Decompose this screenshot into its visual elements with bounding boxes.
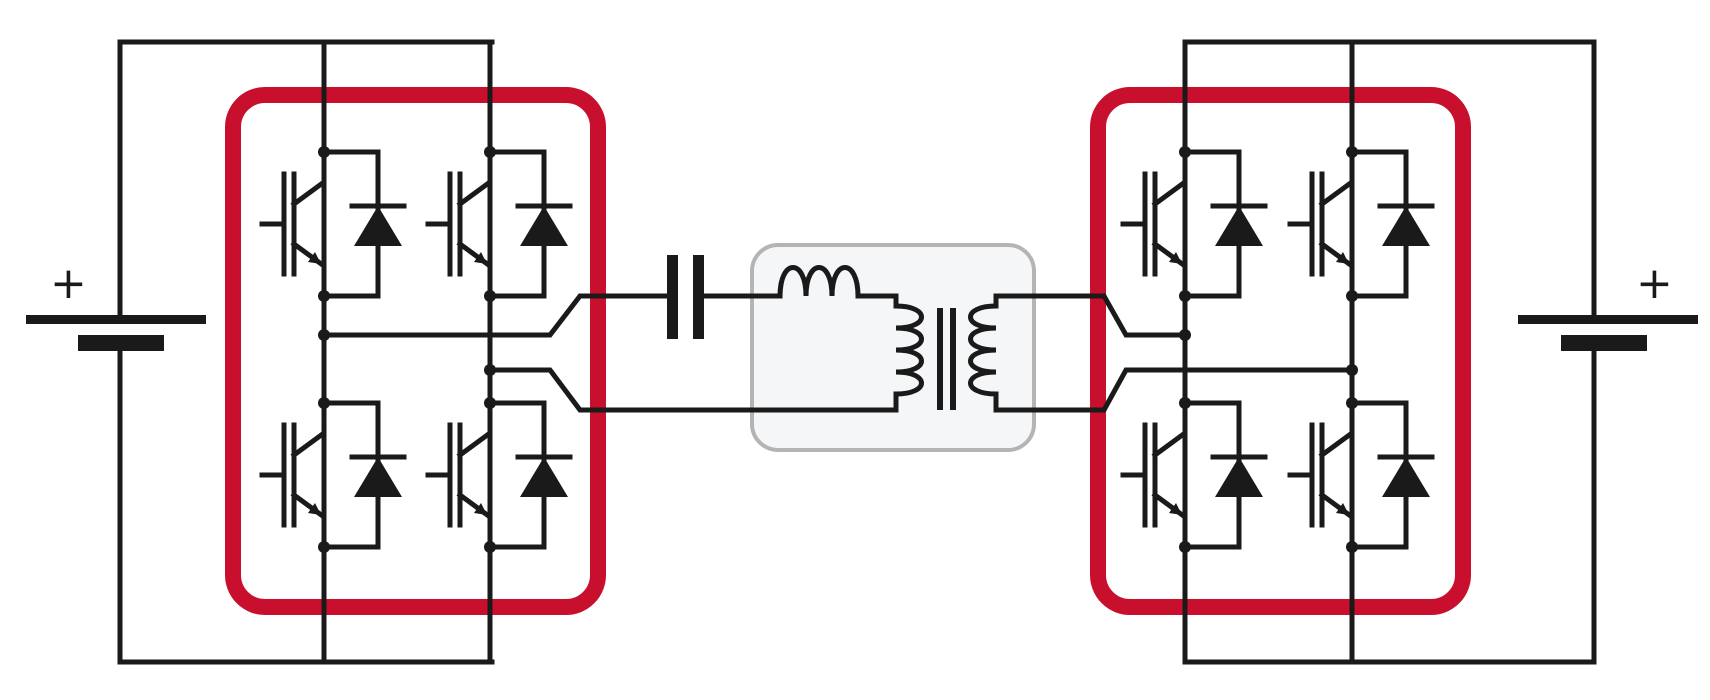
series-capacitor	[667, 255, 783, 339]
left-leg1-lower-switch-diode-triangle	[354, 457, 402, 497]
left-leg2-upper-switch-collector	[456, 149, 493, 208]
left-leg2-lower-switch-emitter	[456, 491, 493, 550]
right-leg2-upper-switch-diode-triangle	[1382, 206, 1430, 246]
left-leg2-upper-switch-emitter	[456, 240, 493, 299]
left-leg2-lower-switch-emitter-arrow	[474, 503, 487, 515]
right-leg1-upper-switch-diode-triangle	[1215, 206, 1263, 246]
right-leg1-upper-switch	[1120, 146, 1268, 302]
right-dc-positive-wire	[1182, 39, 1597, 318]
transformer-secondary-winding	[968, 293, 999, 413]
right-leg2-lower-switch-emitter-arrow	[1336, 503, 1349, 515]
left-battery-negative-plate	[78, 335, 164, 351]
right-battery: +	[1518, 258, 1698, 351]
right-leg2-upper-switch-emitter-arrow	[1336, 252, 1349, 264]
right-leg1-upper-switch-junction-bottom	[1179, 290, 1191, 302]
capacitor-plate-right	[693, 255, 704, 339]
left-ac-wire-b	[487, 367, 899, 413]
right-leg2-lower-switch	[1287, 397, 1435, 553]
right-leg1-lower-switch-emitter	[1151, 491, 1188, 550]
right-leg1-upper-switch-junction-top	[1179, 146, 1191, 158]
left-ac-wire-a	[321, 293, 671, 338]
right-leg1-lower-switch-junction-bottom	[1179, 541, 1191, 553]
left-leg2-lower-switch	[425, 397, 573, 553]
right-leg2-lower-switch-emitter	[1318, 491, 1355, 550]
right-leg1-lower-switch-collector	[1151, 400, 1188, 459]
right-battery-plus-sign: +	[1636, 258, 1673, 309]
right-battery-positive-plate	[1518, 315, 1698, 324]
left-leg1-lower-switch-junction-top	[318, 397, 330, 409]
right-leg2-upper-switch	[1287, 146, 1435, 302]
left-battery: +	[26, 258, 206, 351]
right-leg1-lower-switch-emitter-arrow	[1169, 503, 1182, 515]
right-leg1-lower-switch	[1120, 397, 1268, 553]
ac-midpoint-junction-4	[1346, 364, 1358, 376]
left-leg2-lower-switch-diode-triangle	[520, 457, 568, 497]
ac-midpoint-junction-2	[484, 364, 496, 376]
right-leg2-upper-switch-junction-top	[1346, 146, 1358, 158]
left-leg1-upper-switch-emitter	[290, 240, 327, 299]
left-leg1-upper-switch-junction-bottom	[318, 290, 330, 302]
left-leg2-upper-switch-emitter-arrow	[474, 252, 487, 264]
left-leg1-lower-switch-collector	[290, 400, 327, 459]
left-battery-plus-sign: +	[50, 258, 87, 309]
bridge-switches	[259, 146, 1435, 553]
left-dc-negative-wire	[117, 348, 495, 665]
right-leg2-lower-switch-junction-bottom	[1346, 541, 1358, 553]
right-leg2-upper-switch-emitter	[1318, 240, 1355, 299]
left-bridge-frame	[225, 87, 606, 615]
left-leg1-upper-switch	[259, 146, 407, 302]
left-leg1-lower-switch-emitter	[290, 491, 327, 550]
transformer-primary-winding	[893, 303, 924, 397]
left-leg1-lower-switch-junction-bottom	[318, 541, 330, 553]
ac-midpoint-junction-3	[1179, 329, 1191, 341]
right-leg2-lower-switch-junction-top	[1346, 397, 1358, 409]
left-leg1-lower-switch-emitter-arrow	[308, 503, 321, 515]
left-leg2-lower-switch-junction-top	[484, 397, 496, 409]
right-leg2-lower-switch-collector	[1318, 400, 1355, 459]
transformer-core-right	[950, 308, 956, 410]
right-dc-negative-wire	[1182, 348, 1597, 665]
right-leg1-upper-switch-collector	[1151, 149, 1188, 208]
left-leg2-upper-switch-junction-top	[484, 146, 496, 158]
capacitor-plate-left	[667, 255, 678, 339]
right-leg1-upper-switch-emitter	[1151, 240, 1188, 299]
left-leg1-upper-switch-diode-triangle	[354, 206, 402, 246]
left-leg1-upper-switch-junction-top	[318, 146, 330, 158]
right-leg1-upper-switch-emitter-arrow	[1169, 252, 1182, 264]
left-leg2-upper-switch-diode-triangle	[520, 206, 568, 246]
right-leg1-lower-switch-junction-top	[1179, 397, 1191, 409]
left-leg2-lower-switch-junction-bottom	[484, 541, 496, 553]
transformer-core-left	[937, 308, 943, 410]
right-leg2-upper-switch-junction-bottom	[1346, 290, 1358, 302]
right-battery-negative-plate	[1561, 335, 1647, 351]
left-leg1-lower-switch	[259, 397, 407, 553]
left-leg1-upper-switch-collector	[290, 149, 327, 208]
ac-midpoint-junction-1	[318, 329, 330, 341]
resonant-tank-box	[750, 243, 1036, 452]
right-bridge-frame	[1090, 87, 1471, 615]
right-leg1-lower-switch-diode-triangle	[1215, 457, 1263, 497]
left-leg2-upper-switch	[425, 146, 573, 302]
series-inductor-coil	[777, 265, 899, 309]
left-leg1-upper-switch-emitter-arrow	[308, 252, 321, 264]
left-leg2-lower-switch-collector	[456, 400, 493, 459]
left-leg2-upper-switch-junction-bottom	[484, 290, 496, 302]
right-leg2-lower-switch-diode-triangle	[1382, 457, 1430, 497]
right-ac-wire-b	[993, 367, 1355, 413]
right-leg2-upper-switch-collector	[1318, 149, 1355, 208]
right-ac-wire-a	[993, 293, 1188, 338]
left-dc-positive-wire	[117, 39, 495, 318]
left-battery-positive-plate	[26, 315, 206, 324]
